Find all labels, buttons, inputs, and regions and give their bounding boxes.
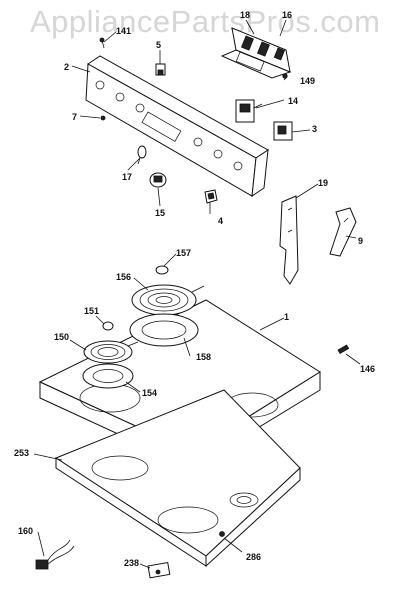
callout-14: 14 bbox=[288, 96, 298, 106]
callout-9: 9 bbox=[358, 236, 363, 246]
callout-4: 4 bbox=[218, 216, 223, 226]
callout-labels: 18 16 141 5 2 149 14 7 3 17 19 15 4 9 15… bbox=[14, 10, 375, 568]
callout-253: 253 bbox=[14, 448, 29, 458]
callout-154: 154 bbox=[142, 388, 157, 398]
leader-lines bbox=[33, 19, 361, 569]
control-panel-backguard bbox=[85, 55, 269, 198]
burner-box-253 bbox=[54, 389, 301, 568]
terminal-block-160 bbox=[35, 539, 75, 570]
callout-146: 146 bbox=[360, 364, 375, 374]
drip-pan-158 bbox=[129, 313, 199, 347]
knob-15 bbox=[149, 172, 167, 188]
callout-157: 157 bbox=[176, 248, 191, 258]
callout-16: 16 bbox=[282, 10, 292, 20]
watermark-text: AppliancePartsPros.com bbox=[30, 4, 381, 39]
screw-149 bbox=[282, 73, 288, 79]
callout-151: 151 bbox=[84, 306, 99, 316]
callout-5: 5 bbox=[156, 40, 161, 50]
screw-141 bbox=[99, 37, 105, 49]
callout-18: 18 bbox=[240, 10, 250, 20]
screw-286 bbox=[219, 531, 225, 537]
switch-14 bbox=[235, 99, 263, 123]
side-bracket-19 bbox=[279, 195, 299, 285]
callout-17: 17 bbox=[122, 172, 132, 182]
bracket-5 bbox=[155, 63, 166, 76]
pin-146 bbox=[337, 344, 350, 355]
callout-141: 141 bbox=[116, 26, 131, 36]
callout-150: 150 bbox=[54, 332, 69, 342]
screw-7 bbox=[100, 115, 106, 121]
switch-3 bbox=[273, 121, 293, 141]
callout-238: 238 bbox=[124, 558, 139, 568]
callout-7: 7 bbox=[72, 112, 77, 122]
clip-4 bbox=[204, 189, 218, 204]
callout-2: 2 bbox=[64, 62, 69, 72]
element-receptacle-157 bbox=[155, 265, 169, 275]
indicator-light-17 bbox=[137, 145, 147, 165]
handle-9 bbox=[329, 207, 357, 257]
callout-286: 286 bbox=[246, 552, 261, 562]
callout-158: 158 bbox=[196, 352, 211, 362]
callout-15: 15 bbox=[155, 208, 165, 218]
callout-19: 19 bbox=[318, 178, 328, 188]
clip-238 bbox=[147, 561, 171, 579]
callout-3: 3 bbox=[312, 124, 317, 134]
callout-1: 1 bbox=[284, 312, 289, 322]
clock-timer-assembly bbox=[220, 27, 292, 79]
drip-pan-154 bbox=[82, 363, 134, 389]
callout-156: 156 bbox=[116, 272, 131, 282]
small-surface-element-150 bbox=[83, 340, 139, 364]
callout-160: 160 bbox=[18, 526, 33, 536]
receptacle-151 bbox=[102, 321, 114, 331]
callout-149: 149 bbox=[300, 76, 315, 86]
